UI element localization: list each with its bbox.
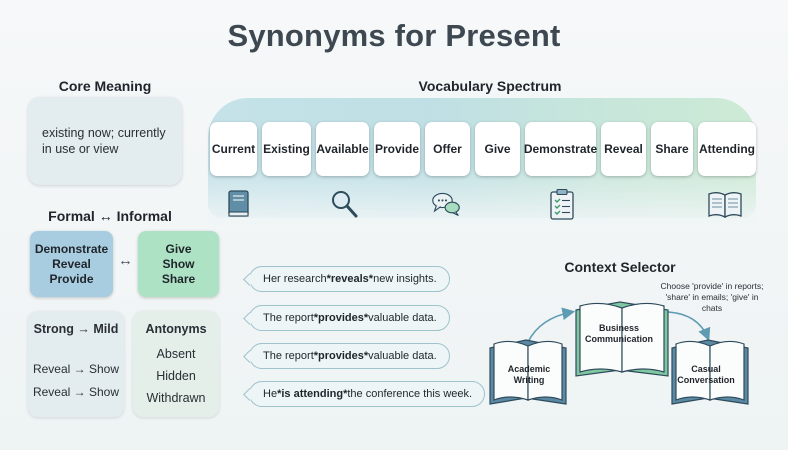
spectrum-word-share[interactable]: Share	[651, 122, 693, 176]
casual-conversation-label[interactable]: Casual Conversation	[668, 364, 744, 386]
strength-card	[28, 311, 124, 417]
antonym-item: Absent	[156, 347, 196, 361]
context-selector-heading: Context Selector	[564, 259, 676, 275]
informal-word: Give	[165, 241, 192, 256]
arrow-to-business	[527, 307, 576, 343]
example-text: valuable data.	[368, 350, 437, 362]
spectrum-word-demonstrate[interactable]: Demonstrate	[524, 122, 597, 176]
double-arrow-icon: ↔	[118, 252, 133, 269]
antonym-item: Hidden	[156, 369, 196, 383]
book-label-line: Conversation	[677, 375, 735, 385]
informal-word: Share	[161, 271, 196, 286]
formal-word: Demonstrate	[34, 241, 109, 256]
book-label-line: Communication	[584, 334, 653, 344]
context-note: Choose 'provide' in reports; 'share' in …	[660, 281, 764, 313]
strength-row: Reveal → Show	[32, 362, 120, 376]
example-text: The report	[263, 312, 314, 324]
spectrum-word-offer[interactable]: Offer	[425, 122, 470, 176]
example-text: He	[263, 388, 278, 400]
antonyms-card	[133, 311, 219, 417]
antonym-item: Withdrawn	[146, 391, 206, 405]
strength-heading: Strong → Mild	[33, 322, 119, 336]
formality-heading: Formal ↔ Informal	[30, 208, 190, 224]
magnifier-icon	[332, 191, 358, 218]
formal-word: Reveal	[52, 256, 91, 271]
core-meaning-heading: Core Meaning	[58, 78, 152, 94]
arrow-to-casual	[667, 311, 711, 341]
example-text: the conference this week.	[347, 388, 473, 400]
book-icon	[228, 190, 249, 217]
antonyms-heading: Antonyms	[145, 322, 207, 336]
formal-word: Provide	[49, 271, 94, 286]
example-sentence-bubble: The report *provides* valuable data.	[249, 305, 450, 331]
example-keyword: *reveals*	[326, 273, 374, 285]
core-meaning-line-1: existing now; currently	[42, 126, 166, 140]
strength-row: Reveal → Show	[32, 385, 120, 399]
informal-word: Show	[162, 256, 195, 271]
vocabulary-spectrum-heading: Vocabulary Spectrum	[418, 78, 562, 94]
book-label-line: Business	[598, 323, 640, 333]
example-keyword: *is attending*	[277, 388, 348, 400]
spectrum-word-provide[interactable]: Provide	[374, 122, 420, 176]
example-text: The report	[263, 350, 314, 362]
business-communication-label[interactable]: Business Communication	[578, 323, 660, 345]
chat-bubbles-icon	[432, 192, 460, 216]
academic-book-icon	[489, 339, 567, 405]
context-books-diagram	[489, 301, 749, 405]
example-keyword: *provides*	[313, 350, 369, 362]
example-sentence-bubble: The report *provides* valuable data.	[249, 343, 450, 369]
page-title: Synonyms for Present	[227, 18, 561, 53]
formal-words-card: Demonstrate Reveal Provide	[30, 231, 113, 297]
example-text: Her research	[263, 273, 327, 285]
business-book-icon	[575, 301, 669, 377]
spectrum-word-existing[interactable]: Existing	[262, 122, 311, 176]
formality-left-label: Formal	[48, 208, 95, 224]
spectrum-word-available[interactable]: Available	[316, 122, 369, 176]
example-text: new insights.	[373, 273, 437, 285]
core-meaning-card: existing now; currently in use or view	[28, 97, 182, 185]
book-label-line: Casual	[691, 364, 721, 374]
informal-words-card: Give Show Share	[138, 231, 219, 297]
example-keyword: *provides*	[313, 312, 369, 324]
spectrum-word-attending[interactable]: Attending	[698, 122, 756, 176]
casual-book-icon	[671, 339, 749, 405]
spectrum-word-give[interactable]: Give	[475, 122, 520, 176]
formality-right-label: Informal	[116, 208, 172, 224]
spectrum-word-reveal[interactable]: Reveal	[601, 122, 646, 176]
open-book-icon	[708, 192, 742, 219]
clipboard-checklist-icon	[550, 188, 574, 220]
core-meaning-line-2: in use or view	[42, 142, 119, 156]
example-text: valuable data.	[368, 312, 437, 324]
academic-writing-label[interactable]: Academic Writing	[491, 364, 567, 386]
example-sentence-bubble: He *is attending* the conference this we…	[249, 381, 486, 407]
formality-arrow: ↔	[98, 208, 113, 224]
spectrum-word-current[interactable]: Current	[210, 122, 257, 176]
book-label-line: Writing	[513, 375, 545, 385]
example-sentence-bubble: Her research *reveals* new insights.	[249, 266, 450, 292]
book-label-line: Academic	[507, 364, 551, 374]
